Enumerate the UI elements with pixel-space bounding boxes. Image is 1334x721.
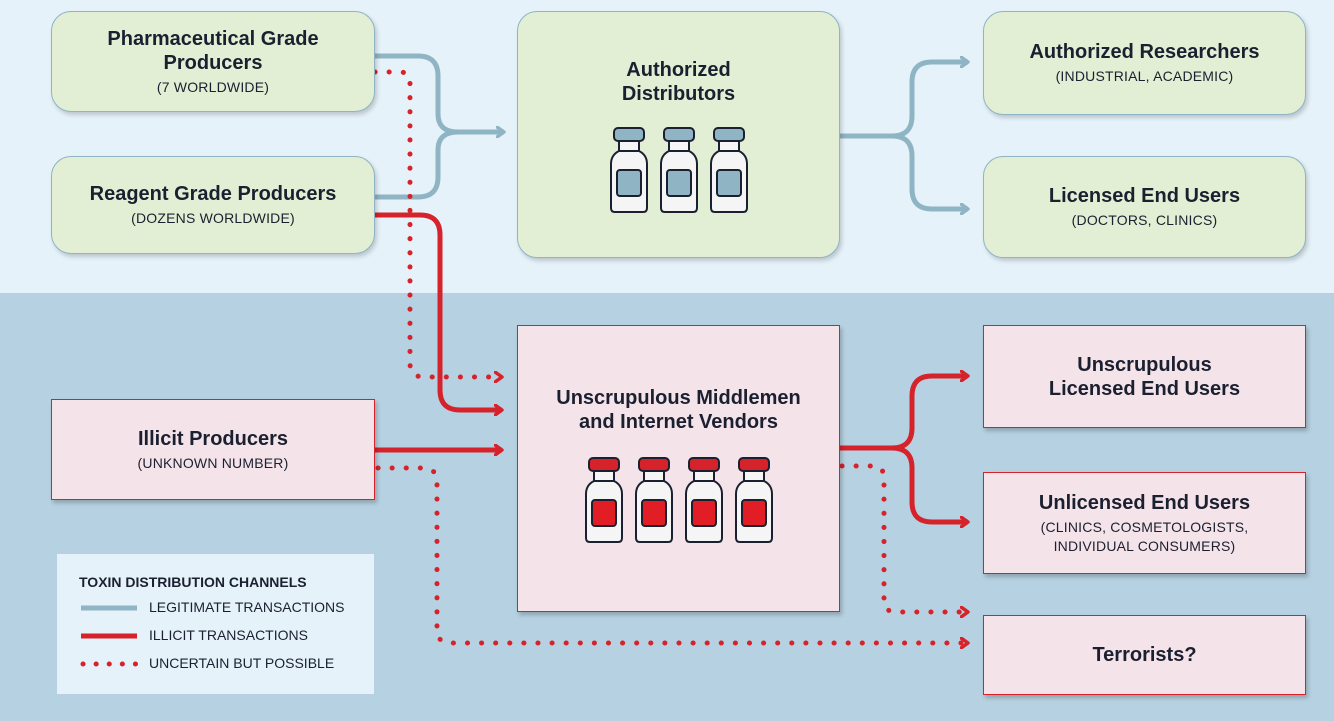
red-vial-icon	[584, 457, 623, 543]
reagent-producers-node: Reagent Grade Producers (DOZENS WORLDWID…	[51, 156, 375, 254]
arrow-reagent-to-middlemen	[375, 212, 502, 410]
legend-label-illicit: ILLICIT TRANSACTIONS	[149, 627, 308, 643]
legend-item-uncertain: UNCERTAIN BUT POSSIBLE	[79, 654, 369, 674]
legend-item-illicit: ILLICIT TRANSACTIONS	[79, 626, 369, 646]
blue-vial-icon	[609, 127, 648, 213]
unlicensed-end-users-node: Unlicensed End Users (CLINICS, COSMETOLO…	[983, 472, 1306, 574]
licensed-end-users-title: Licensed End Users	[1048, 185, 1241, 207]
legend-item-legitimate: LEGITIMATE TRANSACTIONS	[79, 598, 369, 618]
dotted-pharma-to-middlemen	[372, 69, 505, 377]
pharmaceutical-producers-count: (7 WORLDWIDE)	[156, 78, 270, 95]
blue-vials-group	[609, 124, 749, 214]
authorized-distributors-node: Authorized Distributors	[517, 11, 840, 258]
authorized-researchers-types: (INDUSTRIAL, ACADEMIC)	[1055, 68, 1234, 84]
unlicensed-end-users-types: (CLINICS, COSMETOLOGISTS, INDIVIDUAL CON…	[1040, 518, 1249, 554]
arrow-to-unscrupulous-licensed	[891, 376, 968, 451]
illicit-producers-node: Illicit Producers (UNKNOWN NUMBER)	[51, 399, 375, 500]
legend: TOXIN DISTRIBUTION CHANNELS LEGITIMATE T…	[57, 554, 374, 694]
dotted-illicit-to-terrorists	[375, 465, 971, 643]
authorized-researchers-node: Authorized Researchers (INDUSTRIAL, ACAD…	[983, 11, 1306, 115]
red-vials-group	[584, 454, 774, 544]
authorized-researchers-title: Authorized Researchers	[1029, 41, 1260, 63]
blue-vial-icon	[659, 127, 698, 213]
blue-vial-icon	[709, 127, 748, 213]
authorized-distributors-title: Authorized Distributors	[621, 59, 736, 105]
legend-label-uncertain: UNCERTAIN BUT POSSIBLE	[149, 655, 335, 671]
red-vial-icon	[634, 457, 673, 543]
unscrupulous-licensed-node: Unscrupulous Licensed End Users	[983, 325, 1306, 428]
connector-reagent-to-distributors	[375, 129, 459, 200]
unlicensed-end-users-title: Unlicensed End Users	[1038, 491, 1251, 514]
unscrupulous-licensed-title: Unscrupulous Licensed End Users	[1048, 353, 1241, 400]
uncertain-dotted-line-icon	[80, 661, 139, 667]
arrow-to-licensed-users	[891, 133, 968, 209]
arrow-to-unlicensed-users	[891, 445, 968, 522]
arrow-to-researchers	[891, 62, 968, 139]
middlemen-node: Unscrupulous Middlemen and Internet Vend…	[517, 325, 840, 612]
connector-pharma-to-distributors	[375, 53, 459, 135]
licensed-end-users-node: Licensed End Users (DOCTORS, CLINICS)	[983, 156, 1306, 258]
illicit-producers-count: (UNKNOWN NUMBER)	[137, 454, 289, 471]
legend-title: TOXIN DISTRIBUTION CHANNELS	[79, 574, 307, 590]
dotted-middlemen-to-terrorists	[839, 463, 971, 612]
middlemen-title: Unscrupulous Middlemen and Internet Vend…	[556, 387, 801, 433]
terrorists-node: Terrorists?	[983, 615, 1306, 695]
licensed-end-users-types: (DOCTORS, CLINICS)	[1071, 212, 1218, 228]
reagent-producers-title: Reagent Grade Producers	[89, 183, 337, 205]
illicit-line-icon	[81, 633, 137, 639]
red-vial-icon	[684, 457, 723, 543]
red-vial-icon	[734, 457, 773, 543]
legitimate-line-icon	[81, 605, 137, 611]
pharmaceutical-producers-node: Pharmaceutical Grade Producers (7 WORLDW…	[51, 11, 375, 112]
legend-label-legitimate: LEGITIMATE TRANSACTIONS	[149, 599, 345, 615]
reagent-producers-count: (DOZENS WORLDWIDE)	[131, 210, 295, 226]
terrorists-title: Terrorists?	[1092, 644, 1197, 666]
pharmaceutical-producers-title: Pharmaceutical Grade Producers	[107, 27, 319, 74]
illicit-producers-title: Illicit Producers	[137, 427, 289, 450]
